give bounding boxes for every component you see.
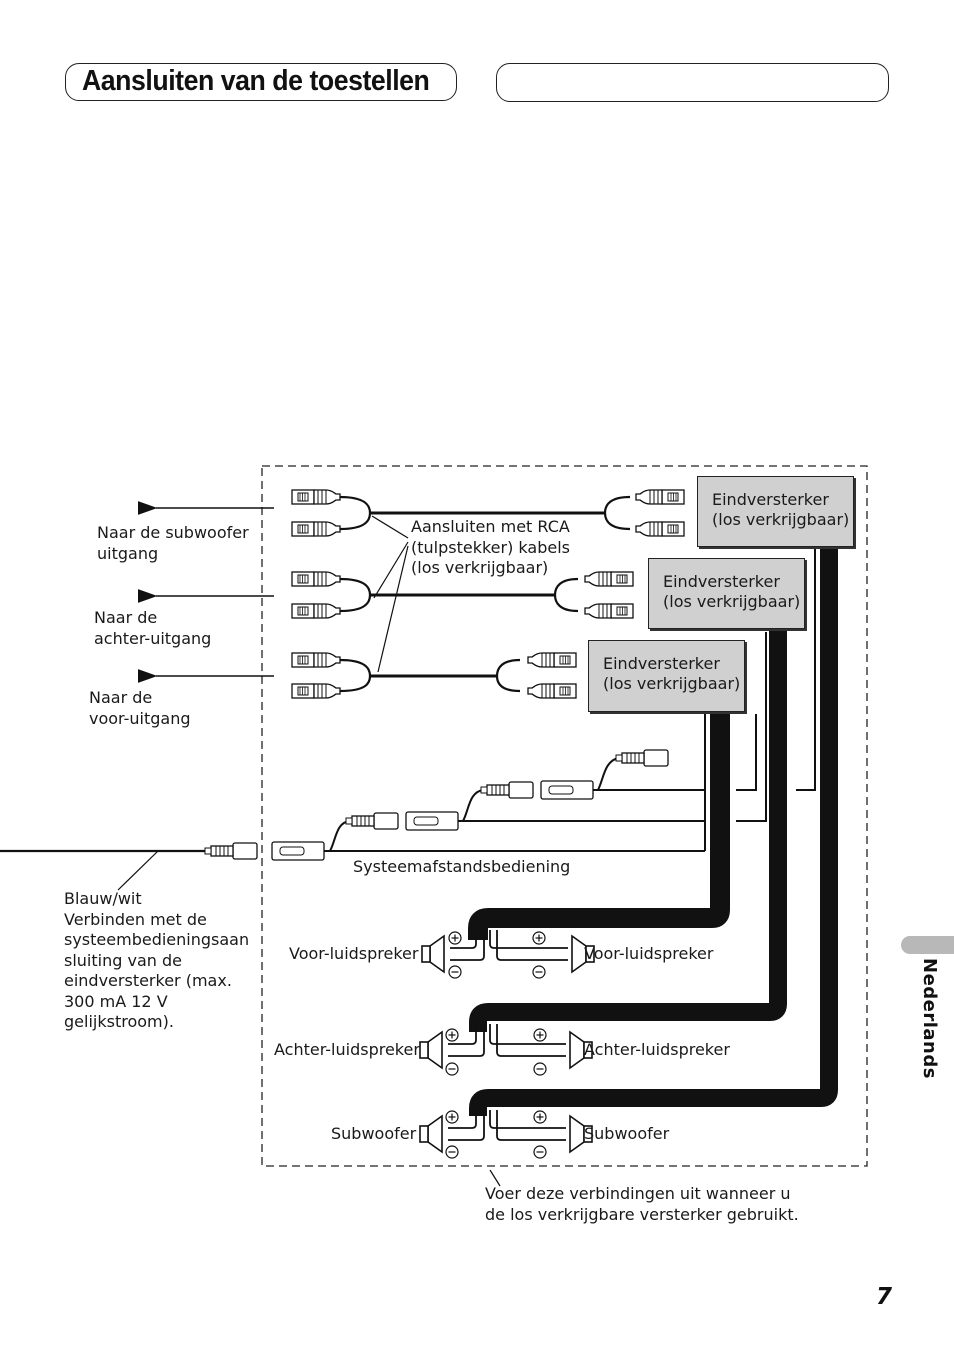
bottom-note: Voer deze verbindingen uit wanneer u de … — [485, 1184, 799, 1224]
front-output-label: Naar de voor-uitgang — [89, 688, 191, 728]
rear-output-label: Naar de achter-uitgang — [94, 608, 212, 648]
front-speaker-left-label: Voor-luidspreker — [289, 944, 419, 963]
speaker-front-left — [421, 935, 445, 973]
front-speaker-cable — [468, 712, 730, 940]
amplifier-box-1: Eindversterker (los verkrijgbaar) — [697, 476, 854, 547]
rca-pair-amp2 — [553, 572, 633, 618]
title-box: Aansluiten van de toestellen — [65, 63, 457, 101]
remote-plug-main — [204, 842, 258, 860]
subwoofer-output-label: Naar de subwoofer uitgang — [97, 523, 249, 563]
subwoofer-right-label: Subwoofer — [584, 1124, 670, 1143]
page-title: Aansluiten van de toestellen — [82, 65, 430, 97]
language-tab — [901, 936, 954, 954]
polarity-symbols — [445, 931, 547, 1159]
amplifier-label-2: Eindversterker (los verkrijgbaar) — [663, 572, 801, 611]
blue-white-note: Blauw/wit Verbinden met de systeembedien… — [64, 889, 250, 1031]
remote-control-label: Systeemafstandsbediening — [353, 857, 571, 876]
sub-speaker-cable — [469, 548, 838, 1116]
optional-region-border — [261, 465, 868, 1167]
rear-speaker-left-label: Achter-luidspreker — [274, 1040, 420, 1059]
rear-speaker-cable — [469, 630, 787, 1032]
blank-header-box — [496, 63, 889, 102]
sub-speaker-wires — [448, 1110, 566, 1141]
rca-leader-3 — [377, 545, 409, 673]
rca-pair-rear — [291, 571, 372, 619]
subwoofer-left-label: Subwoofer — [331, 1124, 417, 1143]
rca-pair-front — [291, 652, 372, 699]
rear-speaker-wires — [448, 1024, 566, 1057]
blue-white-leader — [117, 850, 159, 891]
language-label: Nederlands — [919, 958, 940, 1079]
amplifier-box-3: Eindversterker (los verkrijgbaar) — [588, 640, 745, 712]
rca-pair-amp3 — [495, 653, 576, 698]
speaker-rear-left — [419, 1031, 443, 1069]
remote-socket-main — [271, 841, 325, 861]
rca-leader-1 — [371, 515, 409, 539]
amplifier-label-3: Eindversterker (los verkrijgbaar) — [603, 654, 741, 693]
rca-leader-2 — [373, 541, 409, 599]
rca-pair-subwoofer — [291, 489, 372, 537]
rca-pair-amp1 — [603, 490, 684, 536]
amplifier-label-1: Eindversterker (los verkrijgbaar) — [712, 490, 850, 529]
amplifier-box-2: Eindversterker (los verkrijgbaar) — [648, 558, 805, 629]
front-speaker-wires — [450, 930, 568, 961]
rear-speaker-right-label: Achter-luidspreker — [584, 1040, 730, 1059]
front-speaker-right-label: Voor-luidspreker — [584, 944, 714, 963]
page-number: 7 — [876, 1284, 893, 1310]
speaker-sub-left — [419, 1115, 443, 1153]
rca-cable-label: Aansluiten met RCA (tulpstekker) kabels … — [411, 517, 570, 577]
bottom-note-leader — [489, 1169, 501, 1187]
